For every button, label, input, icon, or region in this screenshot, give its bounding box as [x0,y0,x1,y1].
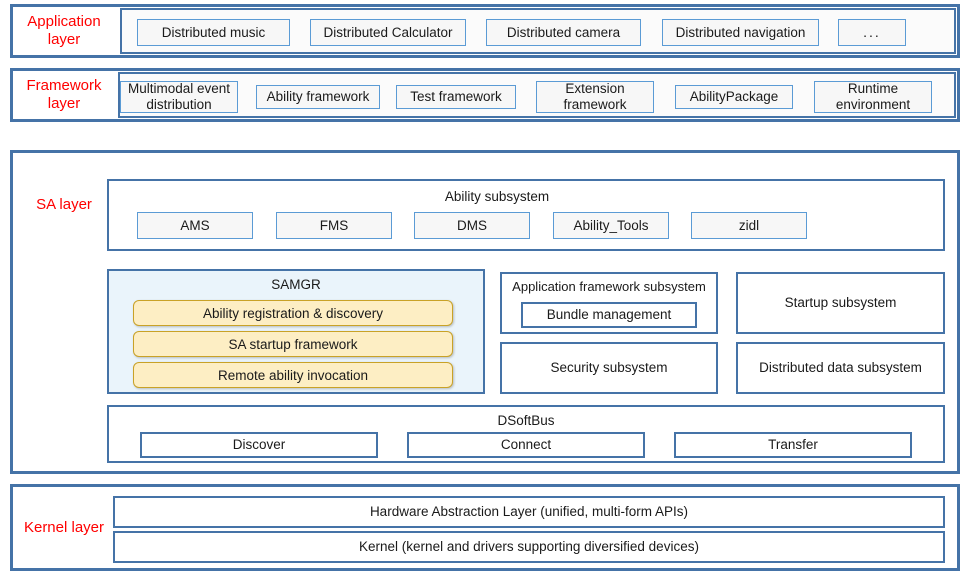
samgr-item-remote-ability-invocation[interactable]: Remote ability invocation [133,362,453,388]
samgr-title: SAMGR [271,277,321,292]
kernel-item-hal[interactable]: Hardware Abstraction Layer (unified, mul… [113,496,945,528]
ability-item-dms[interactable]: DMS [414,212,530,239]
framework-item-abilitypackage[interactable]: AbilityPackage [675,85,793,109]
dsoftbus-title: DSoftBus [497,413,555,428]
ability-item-zidl[interactable]: zidl [691,212,807,239]
samgr-item-ability-registration-discovery[interactable]: Ability registration & discovery [133,300,453,326]
framework-item-extension-framework[interactable]: Extension framework [536,81,654,113]
kernel-item-kernel[interactable]: Kernel (kernel and drivers supporting di… [113,531,945,563]
ability-item-ability-tools[interactable]: Ability_Tools [553,212,669,239]
application-framework-subsystem-title: Application framework subsystem [512,279,706,294]
framework-item-runtime-environment[interactable]: Runtime environment [814,81,932,113]
app-item-distributed-calculator[interactable]: Distributed Calculator [310,19,466,46]
framework-item-test-framework[interactable]: Test framework [396,85,516,109]
dsoftbus-item-discover[interactable]: Discover [140,432,378,458]
dsoftbus-item-connect[interactable]: Connect [407,432,645,458]
application-layer-label: Application layer [27,12,101,48]
bundle-management-box[interactable]: Bundle management [521,302,697,328]
kernel-layer-label: Kernel layer [23,518,105,536]
framework-layer-label: Framework layer [26,76,102,112]
sa-layer-label: SA layer [36,195,92,213]
app-item-distributed-music[interactable]: Distributed music [137,19,290,46]
framework-item-ability-framework[interactable]: Ability framework [256,85,380,109]
security-subsystem-box[interactable]: Security subsystem [500,342,718,394]
distributed-data-subsystem-box[interactable]: Distributed data subsystem [736,342,945,394]
samgr-item-sa-startup-framework[interactable]: SA startup framework [133,331,453,357]
app-item-distributed-camera[interactable]: Distributed camera [486,19,641,46]
ability-item-fms[interactable]: FMS [276,212,392,239]
ability-subsystem-title: Ability subsystem [444,189,550,204]
dsoftbus-item-transfer[interactable]: Transfer [674,432,912,458]
app-item-more[interactable]: ... [838,19,906,46]
app-item-distributed-navigation[interactable]: Distributed navigation [662,19,819,46]
startup-subsystem-box[interactable]: Startup subsystem [736,272,945,334]
framework-item-multimodal-event-distribution[interactable]: Multimodal event distribution [120,81,238,113]
ability-item-ams[interactable]: AMS [137,212,253,239]
